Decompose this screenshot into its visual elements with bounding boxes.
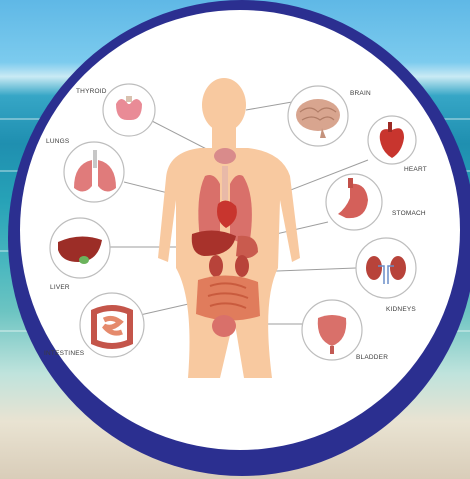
liver-label: LIVER bbox=[50, 284, 70, 291]
thyroid-label: THYROID bbox=[76, 88, 107, 95]
intestines-label: INTESTINES bbox=[44, 350, 84, 357]
stomach-label: STOMACH bbox=[392, 210, 426, 217]
kidneys-callout bbox=[356, 238, 416, 298]
kidneys-label: KIDNEYS bbox=[386, 306, 416, 313]
heart-label: HEART bbox=[404, 166, 427, 173]
bladder-label: BLADDER bbox=[356, 354, 388, 361]
lungs-label: LUNGS bbox=[46, 138, 69, 145]
thyroid-icon bbox=[116, 96, 142, 120]
brain-label: BRAIN bbox=[350, 90, 371, 97]
